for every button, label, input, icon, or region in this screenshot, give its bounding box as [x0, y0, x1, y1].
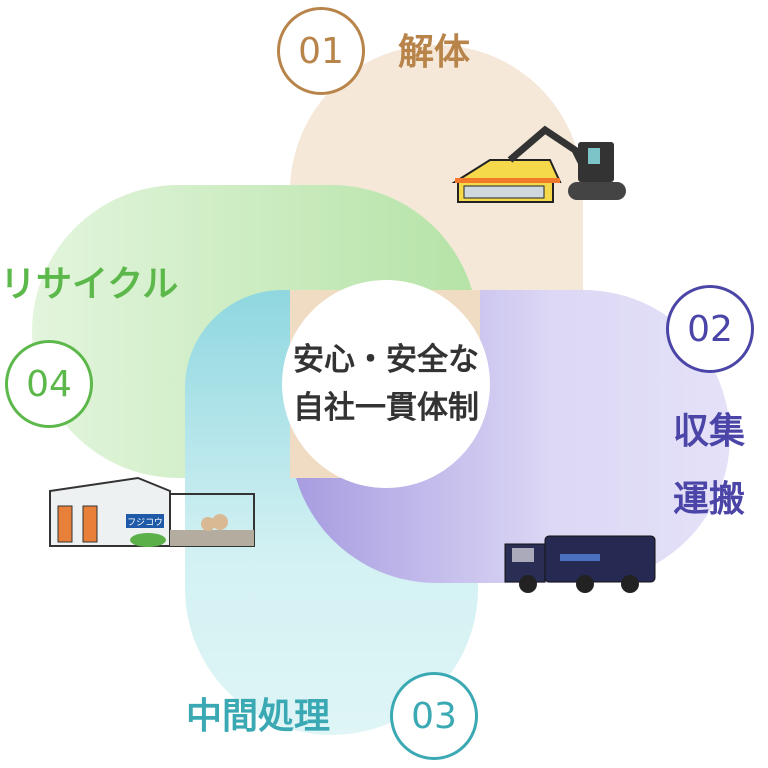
center-title-line2: 自社一貫体制 [293, 390, 479, 426]
step-label-processing: 中間処理 [186, 696, 331, 737]
step-number-02: 02 [666, 285, 754, 373]
step-number-03: 03 [390, 672, 478, 760]
center-circle: 安心・安全な 自社一貫体制 [282, 280, 490, 488]
step-label-recycle: リサイクル [0, 264, 179, 305]
step-label-demolition: 解体 [398, 32, 471, 73]
facility-sign-text: フジコウ [127, 517, 163, 528]
step-label-collection: 収集 [673, 411, 746, 452]
facility-illustration: フジコウ [49, 476, 255, 547]
step-number-04: 04 [5, 340, 93, 428]
center-title-line1: 安心・安全な [293, 342, 479, 378]
step-number-01: 01 [277, 7, 365, 95]
garbage-truck-illustration [504, 535, 656, 593]
excavator-illustration [451, 125, 626, 203]
step-label-transport: 運搬 [673, 479, 746, 520]
